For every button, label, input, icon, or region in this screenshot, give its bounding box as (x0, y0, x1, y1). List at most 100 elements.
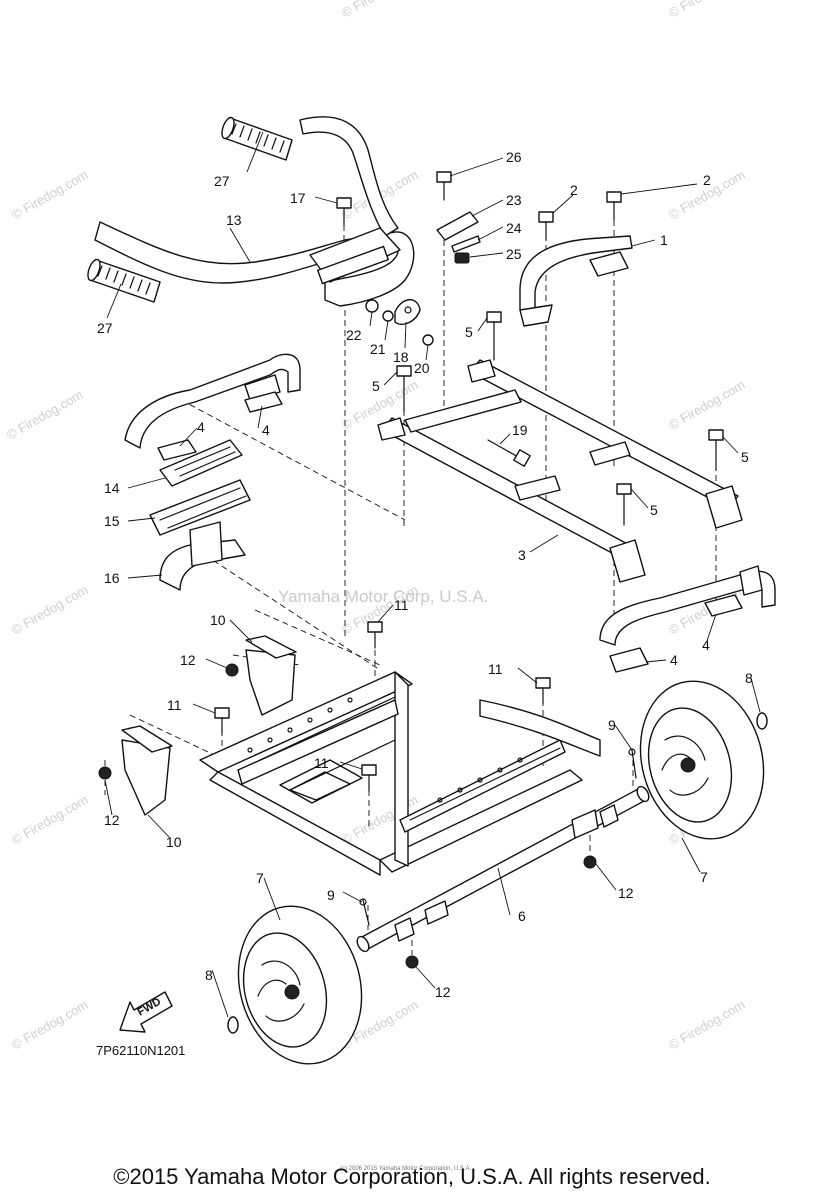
callout-19: 19 (512, 422, 528, 438)
nut-12a (225, 663, 239, 677)
main-frame (377, 359, 743, 583)
bolt-26 (436, 171, 452, 201)
watermark-2: © Firedog.com (666, 0, 748, 21)
callout-14: 14 (104, 480, 120, 496)
pin-9b (628, 748, 637, 779)
callout-9a: 9 (608, 717, 616, 733)
callout-4a: 4 (197, 419, 205, 435)
bolt-5b (396, 365, 412, 413)
clip-4d (609, 647, 649, 673)
clip-4b (244, 391, 283, 413)
washer-8a (756, 712, 768, 730)
callout-16: 16 (104, 570, 120, 586)
callout-24: 24 (506, 220, 522, 236)
callout-17: 17 (290, 190, 306, 206)
callout-7b: 7 (256, 870, 264, 886)
watermark-14: © Firedog.com (9, 997, 91, 1053)
bracket-10b (121, 725, 173, 816)
nut-25 (454, 252, 470, 264)
callout-8b: 8 (205, 967, 213, 983)
callout-27a: 27 (214, 173, 230, 189)
callout-26: 26 (506, 149, 522, 165)
bolt-5d (616, 483, 632, 526)
bolt-19 (487, 439, 531, 467)
callout-11a: 11 (394, 597, 409, 613)
nut-12c (583, 855, 597, 869)
bracket-10a (245, 635, 297, 716)
washer-21 (382, 310, 394, 322)
corporate-watermark: Yamaha Motor Corp, U.S.A. (278, 587, 488, 606)
callout-18: 18 (393, 349, 409, 365)
callout-22: 22 (346, 327, 362, 343)
watermark-17: © Firedog.com (4, 387, 86, 443)
callout-4d: 4 (670, 652, 678, 668)
callout-11d: 11 (314, 755, 329, 771)
callout-4b: 4 (262, 422, 270, 438)
callout-13: 13 (226, 212, 242, 228)
callout-15: 15 (104, 513, 120, 529)
callout-27b: 27 (97, 320, 113, 336)
callout-10b: 10 (166, 834, 182, 850)
callout-5b: 5 (372, 378, 380, 394)
callout-11c: 11 (167, 697, 182, 713)
callout-6: 6 (518, 908, 526, 924)
clip-4c (704, 594, 743, 617)
fwd-arrow: FWD (119, 991, 173, 1033)
bolt-11b (535, 677, 551, 705)
watermark-16: © Firedog.com (666, 997, 748, 1053)
nut-20 (422, 334, 434, 346)
callout-9b: 9 (327, 887, 335, 903)
bracket-23 (436, 211, 479, 241)
callout-7a: 7 (700, 869, 708, 885)
nut-22 (365, 299, 379, 313)
callout-11b: 11 (488, 661, 503, 677)
callout-25: 25 (506, 246, 522, 262)
callout-12b: 12 (104, 812, 120, 828)
callout-12d: 12 (435, 984, 451, 1000)
bolt-5a (486, 311, 502, 361)
callout-2a: 2 (570, 182, 578, 198)
wheel-right (639, 680, 765, 840)
bracket-16 (159, 521, 246, 591)
callout-3: 3 (518, 547, 526, 563)
callout-23: 23 (506, 192, 522, 208)
callout-20: 20 (414, 360, 430, 376)
callout-10a: 10 (210, 612, 226, 628)
right-loop-bar (599, 565, 776, 646)
callout-8a: 8 (745, 670, 753, 686)
clip-4a (157, 439, 197, 461)
bolt-11d (361, 764, 377, 792)
callout-labels: 1 2 2 3 4 4 4 4 5 5 5 5 6 7 7 8 8 9 9 10… (97, 149, 753, 1000)
pad-14 (159, 439, 243, 487)
plate-24 (451, 235, 481, 253)
callout-12a: 12 (180, 652, 196, 668)
wheel-left (237, 905, 363, 1065)
callout-4c: 4 (702, 637, 710, 653)
bolt-5c (708, 429, 724, 471)
tiny-notice: (c) 2006 2015 Yamaha Motor Corporation, … (340, 1166, 472, 1172)
nut-12b (98, 766, 112, 780)
axle (356, 785, 650, 953)
handle-bar (94, 116, 415, 307)
cradle-15 (149, 479, 251, 536)
washer-8b (227, 1016, 239, 1034)
watermark-11: © Firedog.com (9, 792, 91, 848)
callout-1: 1 (660, 232, 668, 248)
clamp-18 (394, 299, 421, 326)
callout-5c: 5 (741, 449, 749, 465)
callout-5d: 5 (650, 502, 658, 518)
upper-bracket (519, 235, 633, 327)
watermark-7: © Firedog.com (666, 377, 748, 433)
callout-leaders (104, 131, 761, 1018)
grip-lower (87, 258, 161, 303)
bolt-2a (538, 211, 554, 241)
bolt-11a (367, 621, 383, 649)
bolt-11c (214, 707, 230, 735)
callout-5a: 5 (465, 324, 473, 340)
watermark-1: © Firedog.com (339, 0, 421, 21)
pin-9a (359, 898, 370, 926)
watermark-3: © Firedog.com (9, 167, 91, 223)
base-frame (199, 671, 601, 876)
callout-21: 21 (370, 341, 386, 357)
